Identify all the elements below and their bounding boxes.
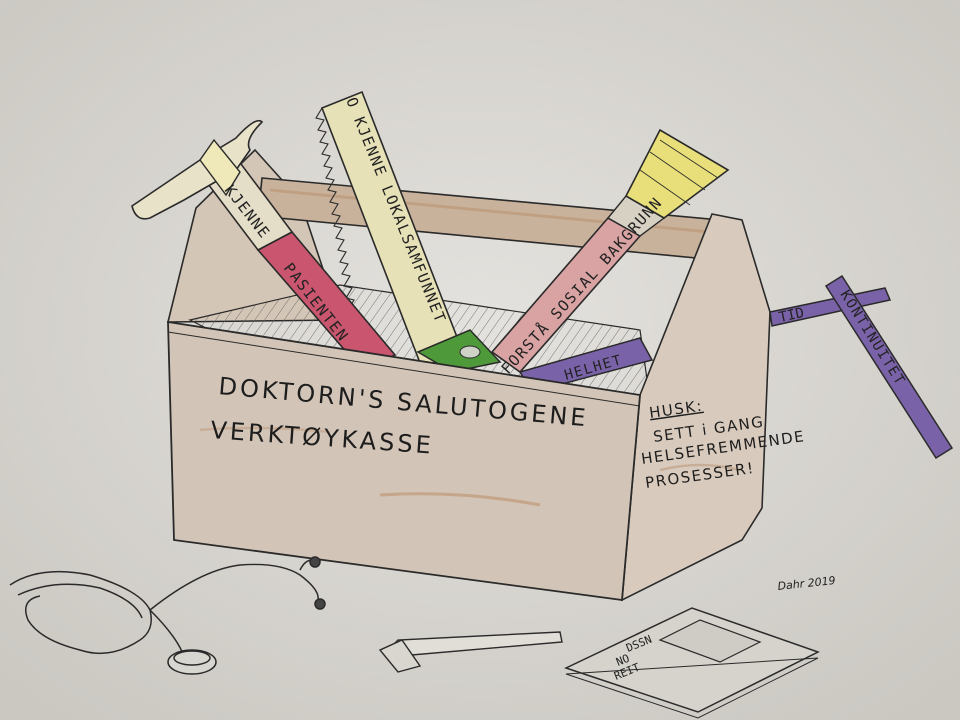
cross-short-label: TID [778,305,806,326]
artist-signature: Dahr 2019 [777,574,836,593]
notebook-line-2: NO [614,652,631,669]
notebook: DSSN NO REIT [563,607,820,719]
stethoscope [9,556,326,675]
reflex-hammer [378,631,563,673]
saw-tool: O KJENNE LOKALSAMFUNNET [315,90,502,373]
toolbox-front [167,213,771,602]
